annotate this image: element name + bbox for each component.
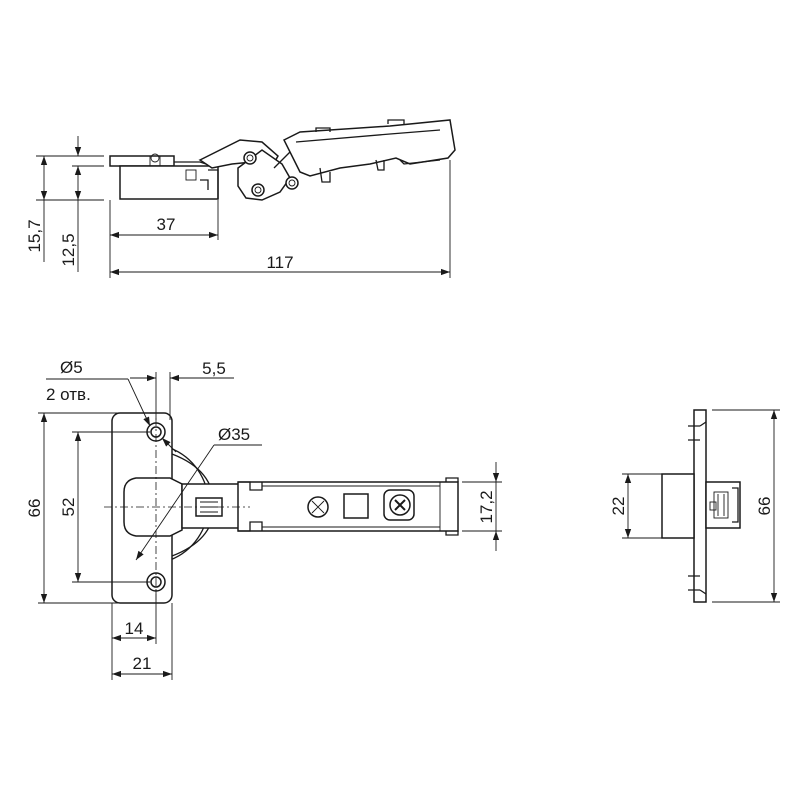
dim-52: 52 [59, 498, 78, 517]
dim-hole-count: 2 отв. [46, 385, 91, 404]
end-dim-22: 22 [609, 473, 662, 539]
end-dim-66: 66 [712, 409, 780, 603]
dim-21: 21 [133, 654, 152, 673]
end-block [661, 473, 695, 539]
dim-5-5: 5,5 [202, 359, 226, 378]
front-dim-17-2: 17,2 [462, 462, 502, 551]
dim-66-end: 66 [755, 497, 774, 516]
front-view: 66 52 14 21 5,5 [25, 358, 502, 680]
end-view: 22 66 [609, 409, 780, 603]
front-dim-hole: Ø5 2 отв. [46, 358, 177, 453]
front-dim-66: 66 [25, 412, 124, 604]
side-dim-37: 37 [110, 200, 219, 240]
front-dim-cup: Ø35 [135, 425, 262, 561]
front-arm [181, 477, 459, 536]
dim-hole-diameter: Ø5 [60, 358, 83, 377]
side-dim-heights: 15,7 12,5 [25, 136, 104, 272]
side-dim-117: 117 [109, 160, 451, 278]
end-arm [705, 481, 741, 529]
dim-14: 14 [125, 619, 144, 638]
side-linkage [198, 139, 299, 201]
dim-37: 37 [157, 215, 176, 234]
side-arm [282, 119, 456, 183]
dim-12-5: 12,5 [59, 233, 78, 266]
dim-cup-diameter: Ø35 [218, 425, 250, 444]
dim-17-2: 17,2 [477, 490, 496, 523]
dim-66-front: 66 [25, 499, 44, 518]
front-dim-52: 52 [59, 431, 150, 583]
front-dim-14: 14 [111, 590, 157, 680]
dim-15-7: 15,7 [25, 219, 44, 252]
arm-window [343, 493, 369, 519]
side-plate [109, 153, 219, 200]
end-plate [693, 409, 707, 603]
front-dim-5-5: 5,5 [130, 359, 234, 420]
side-view: 117 37 15,7 12,5 [25, 119, 456, 278]
front-dim-21: 21 [112, 603, 173, 680]
dim-117: 117 [266, 253, 293, 272]
dim-22: 22 [609, 497, 628, 516]
